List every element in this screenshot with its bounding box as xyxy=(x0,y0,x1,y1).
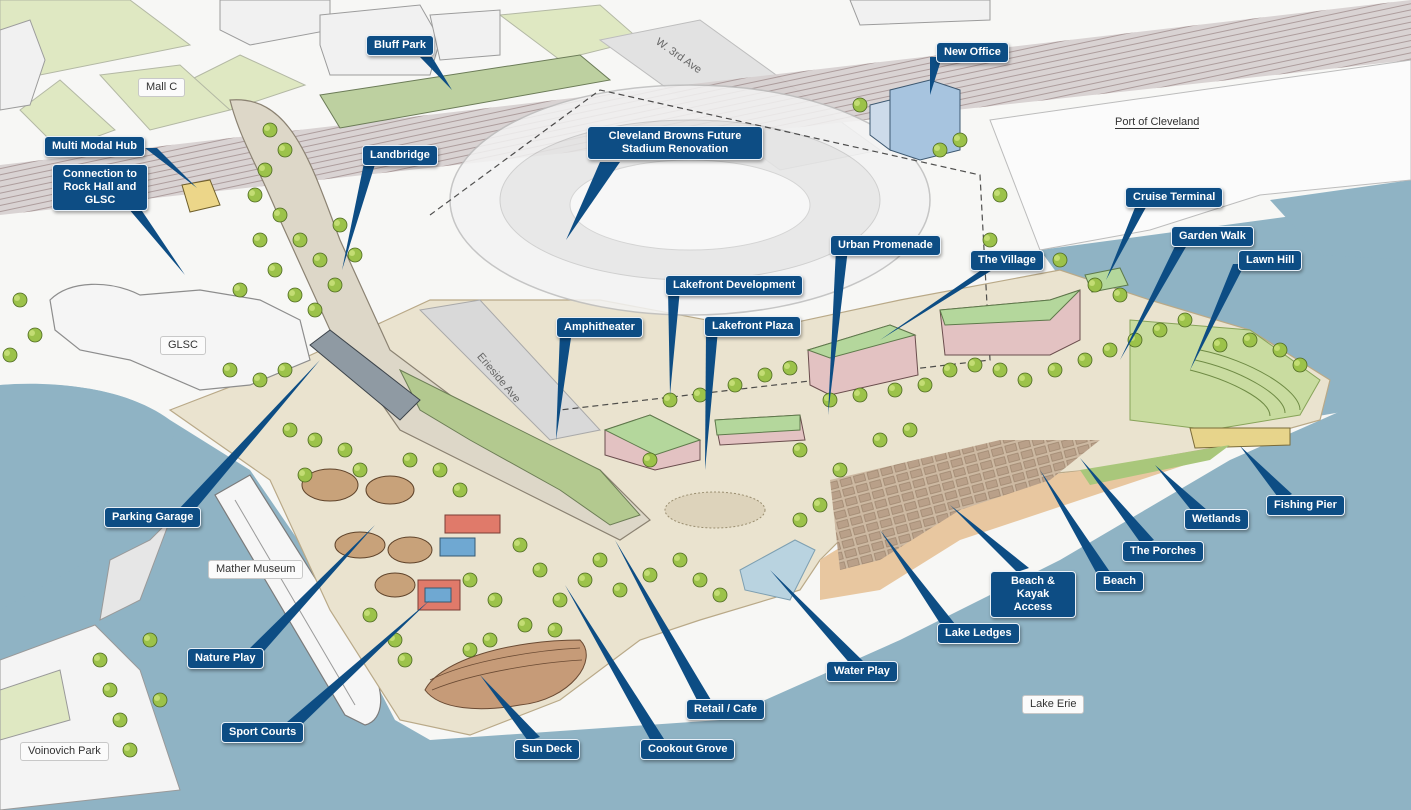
callout-connection: Connection to Rock Hall and GLSC xyxy=(52,164,148,211)
port-slip xyxy=(1270,180,1411,260)
callout-beach: Beach xyxy=(1095,571,1145,592)
multi-modal-hub-building xyxy=(181,179,221,213)
callout-amphitheater: Amphitheater xyxy=(556,317,643,338)
erieside-road xyxy=(418,299,601,441)
callout-cookout-grove: Cookout Grove xyxy=(640,739,736,760)
place-label-mather-museum: Mather Museum xyxy=(208,560,304,579)
callout-wetlands: Wetlands xyxy=(1184,509,1249,530)
callout-the-village: The Village xyxy=(970,250,1044,271)
beach-strip xyxy=(820,445,1230,600)
callout-new-office: New Office xyxy=(936,42,1009,63)
callout-bluff-park: Bluff Park xyxy=(366,35,434,56)
lakefront-plaza-circle xyxy=(664,491,766,529)
callout-lake-ledges: Lake Ledges xyxy=(937,623,1020,644)
place-label-glsc: GLSC xyxy=(160,336,206,355)
callout-the-porches: The Porches xyxy=(1122,541,1205,562)
callout-water-play: Water Play xyxy=(826,661,898,682)
lawn-hill-terraces xyxy=(1189,349,1301,417)
callout-nature-play: Nature Play xyxy=(187,648,264,669)
callout-leaders xyxy=(128,57,1292,743)
place-label-mall-c: Mall C xyxy=(138,78,186,97)
callout-fishing-pier: Fishing Pier xyxy=(1266,495,1345,516)
callout-parking-garage: Parking Garage xyxy=(104,507,202,528)
place-label-voinovich-park: Voinovich Park xyxy=(20,742,109,761)
callout-multi-modal-hub: Multi Modal Hub xyxy=(44,136,145,157)
place-label-port-of-cleveland: Port of Cleveland xyxy=(1115,116,1200,129)
landbridge-green xyxy=(398,368,641,526)
fishing-pier-deck xyxy=(1189,427,1291,449)
lawn-hill-area xyxy=(1129,319,1321,431)
callout-lakefront-plaza: Lakefront Plaza xyxy=(704,316,802,337)
callout-urban-promenade: Urban Promenade xyxy=(830,235,941,256)
callout-sun-deck: Sun Deck xyxy=(514,739,581,760)
harbor-water xyxy=(0,384,175,610)
callout-sport-courts: Sport Courts xyxy=(221,722,305,743)
callout-retail-cafe: Retail / Cafe xyxy=(686,699,765,720)
callout-beach-kayak: Beach & Kayak Access xyxy=(990,571,1076,618)
new-office-building xyxy=(869,79,961,161)
bluff-park-area xyxy=(319,54,612,129)
callout-cruise-terminal: Cruise Terminal xyxy=(1125,187,1224,208)
callout-stadium: Cleveland Browns Future Stadium Renovati… xyxy=(587,126,763,160)
sport-courts-area xyxy=(417,514,501,611)
callout-garden-walk: Garden Walk xyxy=(1171,226,1254,247)
place-label-lake-erie: Lake Erie xyxy=(1022,695,1085,714)
harbor-pier xyxy=(99,519,171,621)
callout-lawn-hill: Lawn Hill xyxy=(1238,250,1303,271)
lake-ledges-area xyxy=(830,440,1100,570)
water-play-area xyxy=(739,539,816,601)
city-lawns xyxy=(0,0,642,151)
stadium-ghost xyxy=(429,84,991,411)
callout-landbridge: Landbridge xyxy=(362,145,438,166)
voinovich-lawn xyxy=(0,669,71,741)
nature-play-pods xyxy=(301,468,433,598)
callout-lakefront-development: Lakefront Development xyxy=(665,275,804,296)
parking-garage-building xyxy=(309,329,421,421)
voinovich-land xyxy=(0,624,181,810)
